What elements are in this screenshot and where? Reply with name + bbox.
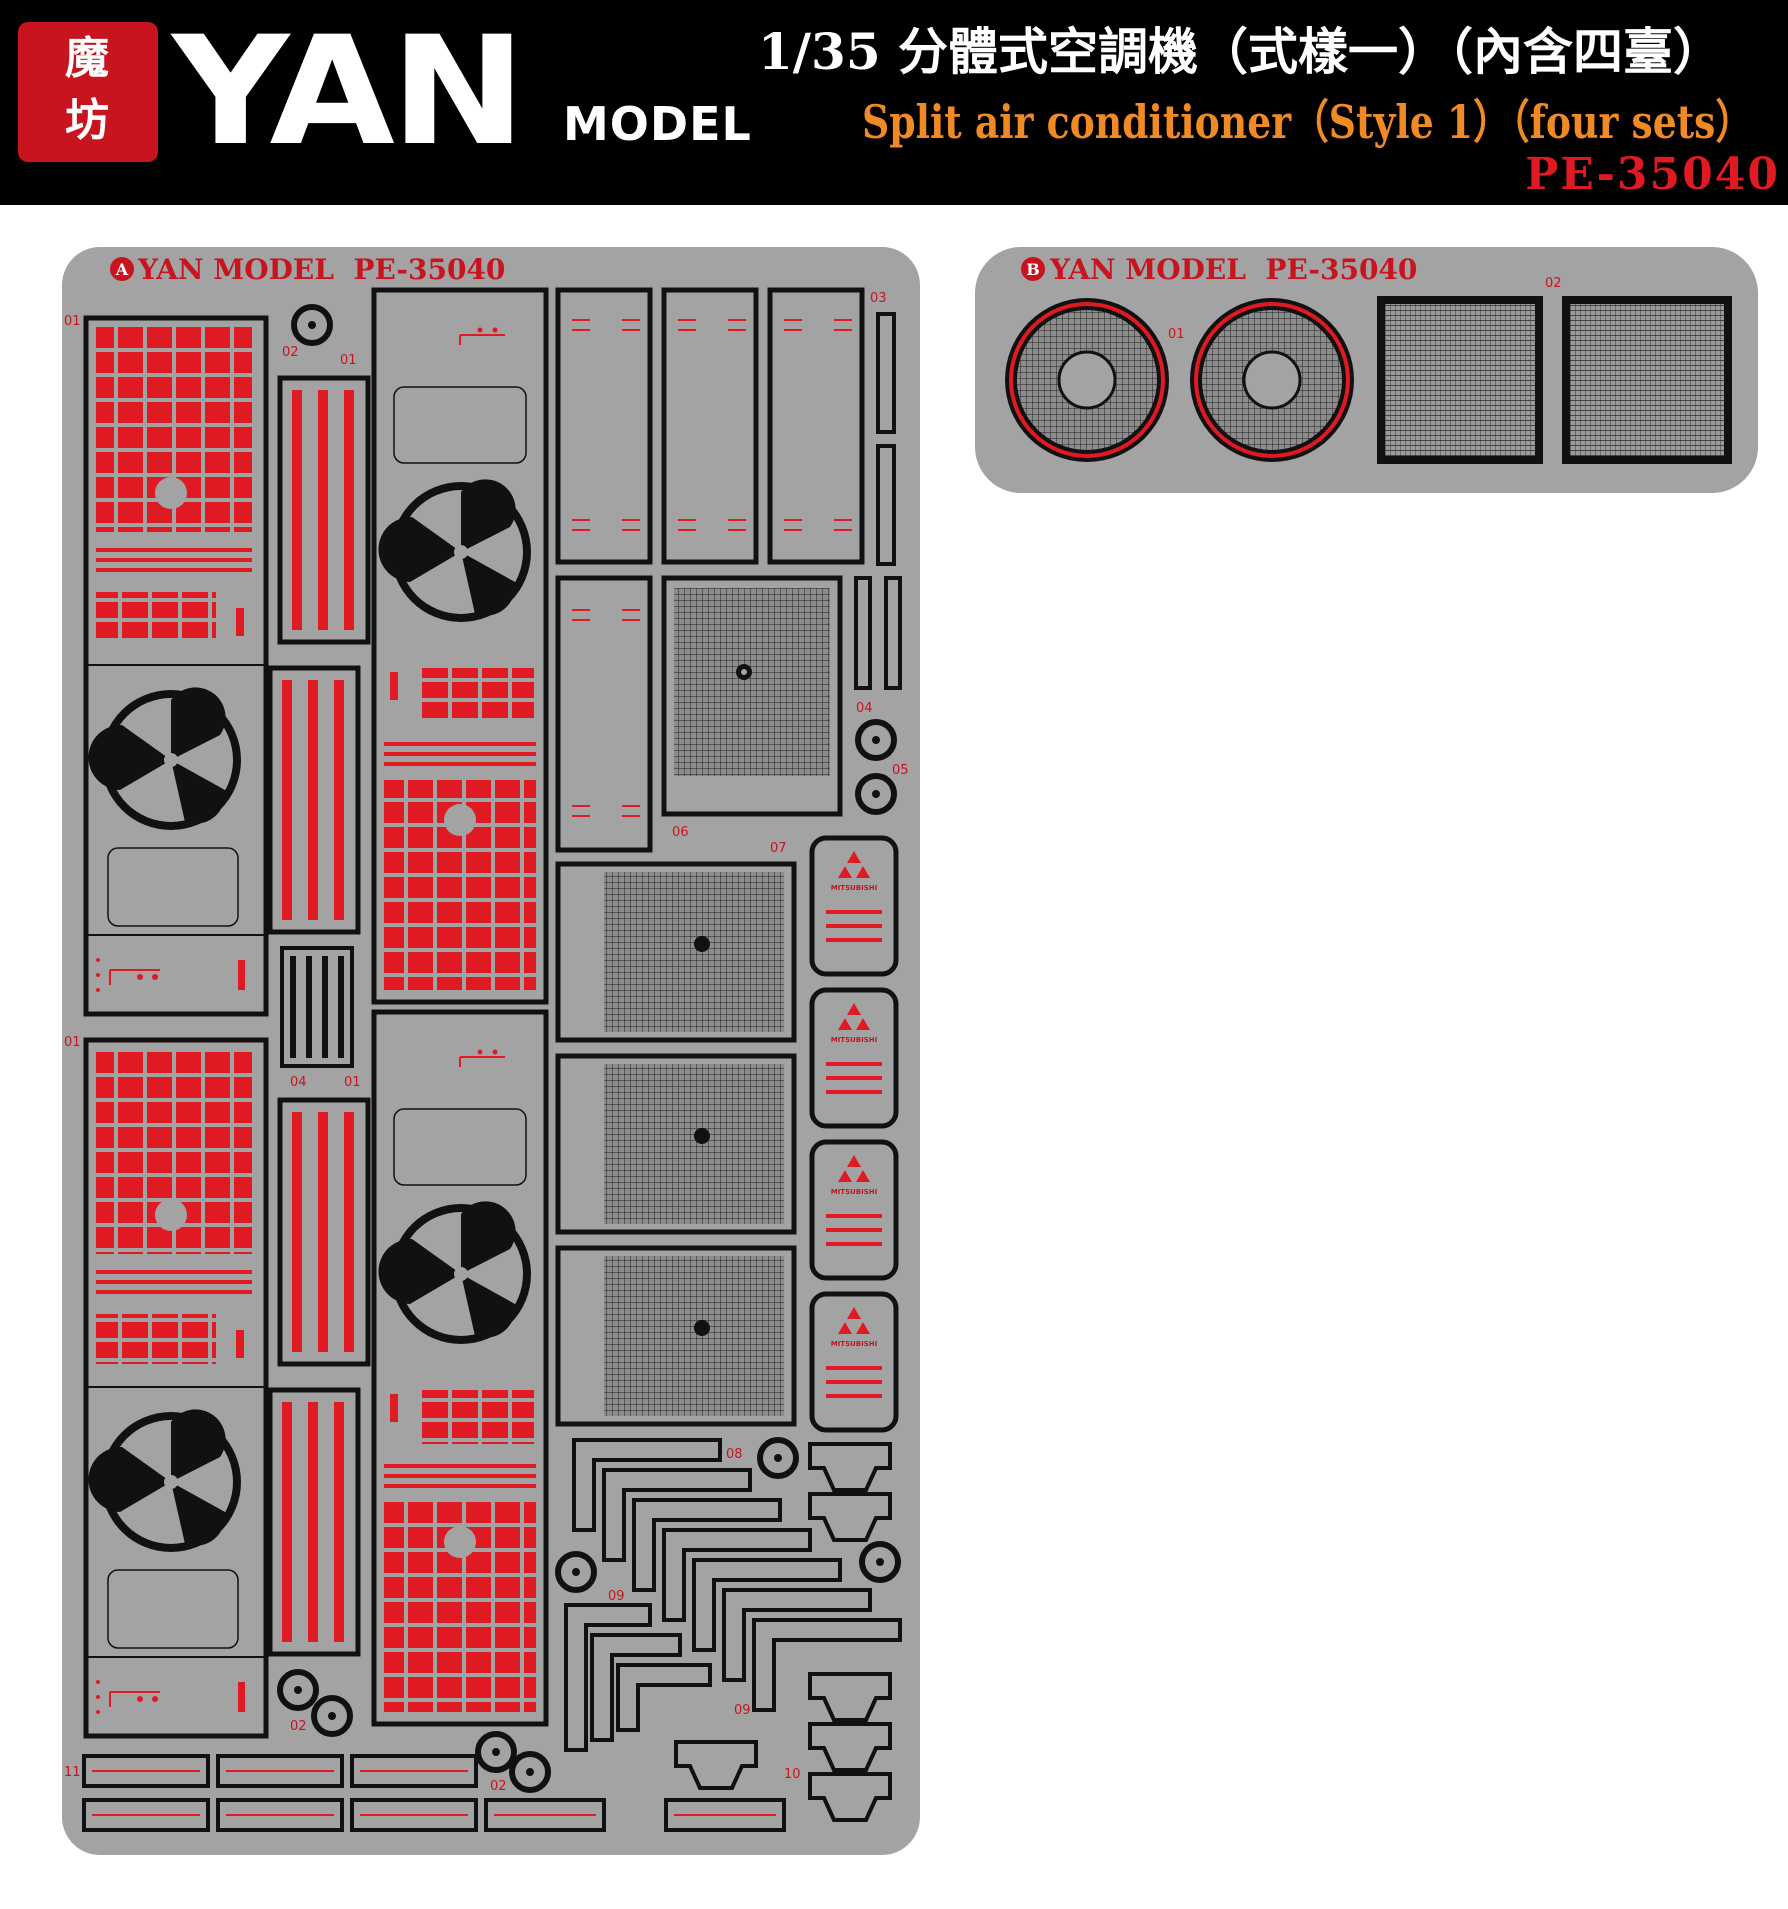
brand-name: YAN — [172, 5, 526, 179]
part-number-04-b: 04 — [290, 1075, 307, 1090]
part-number-01-a: 01 — [64, 314, 81, 329]
part-number-02-b: 02 — [290, 1719, 307, 1734]
product-code: PE-35040 — [1525, 149, 1780, 200]
fret-b-fan-guard-2 — [1190, 298, 1354, 462]
part-number-04-a: 04 — [856, 701, 873, 716]
bottom-strips — [82, 1754, 786, 1832]
fret-b-fan-guard-1 — [1005, 298, 1169, 462]
mesh-panel-top — [674, 588, 830, 776]
small-trays — [674, 1442, 892, 1822]
part-number-10: 10 — [784, 1767, 801, 1782]
bottom-strip-lines — [92, 1770, 776, 1816]
logo-text-2: MITSUBISHI — [831, 1036, 878, 1044]
part-number-08: 08 — [726, 1447, 743, 1462]
part-number-03: 03 — [870, 291, 887, 306]
part-number-11: 11 — [64, 1765, 81, 1780]
unit-body-center-2 — [371, 1009, 549, 1727]
washer-rings — [277, 304, 901, 1793]
fret-b-grille-1 — [1385, 304, 1535, 456]
fret-b-part-number-02: 02 — [1545, 276, 1562, 291]
part-number-02-a: 02 — [282, 345, 299, 360]
logo-text-4: MITSUBISHI — [831, 1340, 878, 1348]
part-number-09-b: 09 — [734, 1703, 751, 1718]
logo-text-1: MITSUBISHI — [831, 884, 878, 892]
part-number-06: 06 — [672, 825, 689, 840]
l-brackets — [564, 1438, 902, 1752]
header-bar: 魔 坊 YAN MODEL 1/35 分體式空調機（式樣一）（內含四臺） Spl… — [0, 0, 1788, 205]
part-number-01-c: 01 — [64, 1035, 81, 1050]
unit-body-left-2 — [83, 1037, 269, 1739]
side-panels-column — [267, 375, 371, 1657]
fret-b-part-number-01: 01 — [1168, 327, 1185, 342]
fret-a-part-numbers: 01 02 01 03 04 05 06 07 01 04 01 08 09 0… — [64, 291, 909, 1794]
unit-body-center-1 — [371, 287, 549, 1005]
mesh-panel-top-frame — [661, 575, 843, 817]
part-number-09-a: 09 — [608, 1589, 625, 1604]
fret-a-badge-icon — [110, 257, 134, 281]
fret-b-badge-icon — [1021, 257, 1045, 281]
mesh-panels-large — [555, 861, 797, 1427]
fret-a-badge: A — [115, 260, 129, 279]
fret-a-label: YAN MODEL PE-35040 — [137, 253, 505, 286]
seal-char-1: 魔 — [65, 33, 111, 84]
part-number-02-c: 02 — [490, 1779, 507, 1794]
part-number-01-d: 01 — [344, 1075, 361, 1090]
part-number-05: 05 — [892, 763, 909, 778]
fret-b-badge: B — [1026, 260, 1040, 279]
brand-seal-logo: 魔 坊 — [18, 22, 158, 162]
logo-plates: MITSUBISHI MITSUBISHI MITSUBISHI MITSUBI… — [809, 835, 899, 1433]
product-title-chinese: 1/35 分體式空調機（式樣一）（內含四臺） — [758, 22, 1724, 81]
unit-body-left-1 — [83, 315, 269, 1017]
part-number-07: 07 — [770, 841, 787, 856]
part-number-01-b: 01 — [340, 353, 357, 368]
fret-b-label: YAN MODEL PE-35040 — [1049, 253, 1417, 286]
seal-char-2: 坊 — [65, 95, 111, 146]
logo-text-3: MITSUBISHI — [831, 1188, 878, 1196]
top-plain-panels — [555, 287, 902, 853]
product-title-english: Split air conditioner（Style 1）（four sets… — [862, 95, 1754, 149]
fret-b-grille-2 — [1570, 304, 1724, 456]
brand-model-text: MODEL — [563, 97, 752, 151]
